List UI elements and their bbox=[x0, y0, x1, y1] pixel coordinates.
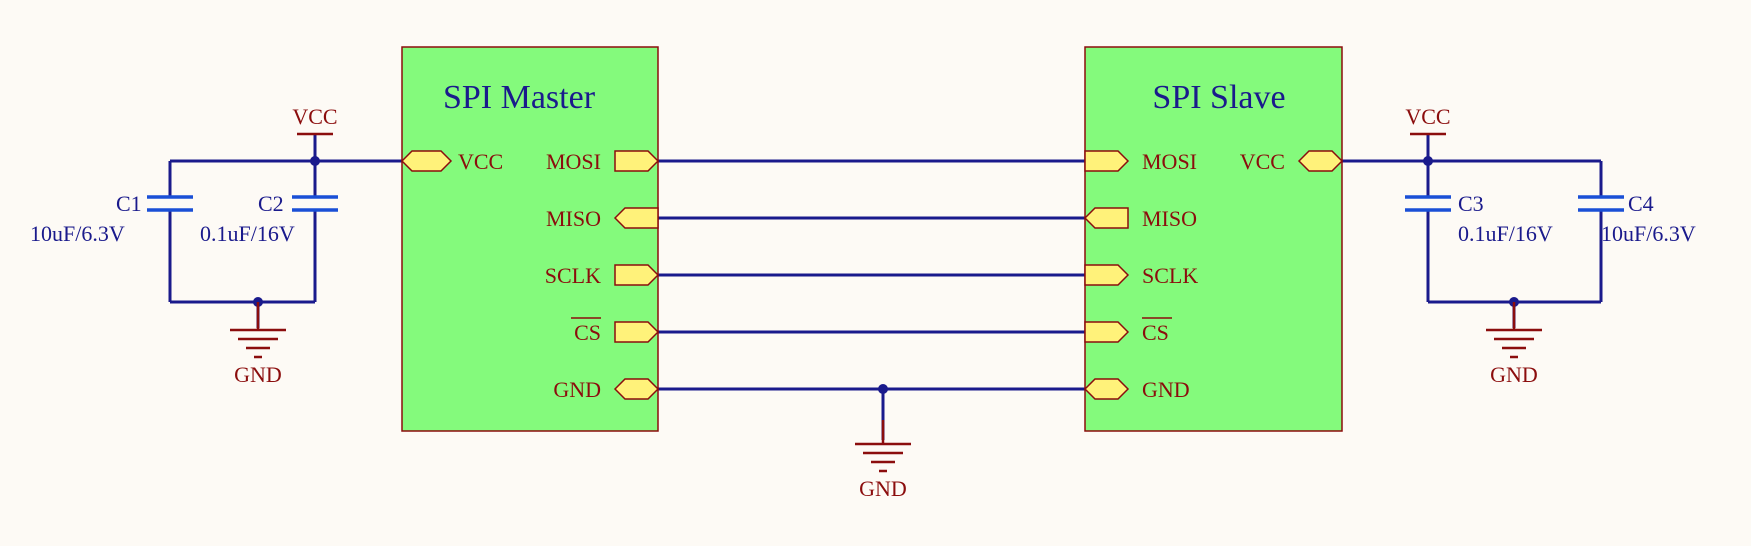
junction-dot bbox=[310, 156, 320, 166]
slave-vcc-port bbox=[1297, 150, 1344, 172]
gnd-label-right: GND bbox=[1490, 362, 1538, 387]
master-miso-pin-label: MISO bbox=[546, 206, 601, 231]
gnd-symbol-right bbox=[1486, 302, 1542, 359]
c2-ref: C2 bbox=[258, 191, 284, 216]
spi-slave-body bbox=[1084, 46, 1343, 432]
slave-mosi-pin-label: MOSI bbox=[1142, 149, 1197, 174]
slave-mosi-port bbox=[1084, 150, 1130, 172]
master-gnd-pin-label: GND bbox=[553, 377, 601, 402]
slave-gnd-pin-label: GND bbox=[1142, 377, 1190, 402]
vcc-label-right: VCC bbox=[1405, 104, 1450, 129]
slave-miso-port bbox=[1083, 207, 1129, 229]
capacitor-c2 bbox=[292, 195, 338, 212]
master-sclk-pin-label: SCLK bbox=[545, 263, 601, 288]
c1-value: 10uF/6.3V bbox=[30, 221, 125, 246]
gnd-label-center: GND bbox=[859, 476, 907, 501]
capacitor-c1 bbox=[147, 195, 193, 212]
c3-ref: C3 bbox=[1458, 191, 1484, 216]
junction-dot bbox=[878, 384, 888, 394]
c2-value: 0.1uF/16V bbox=[200, 221, 295, 246]
spi-slave-block: SPI Slave MOSI MISO SCLK CS GND VCC bbox=[1083, 46, 1344, 432]
spi-master-body bbox=[401, 46, 659, 432]
gnd-symbol-left bbox=[230, 302, 286, 359]
slave-vcc-pin-label: VCC bbox=[1240, 149, 1285, 174]
master-sclk-port bbox=[614, 264, 660, 286]
c3-value: 0.1uF/16V bbox=[1458, 221, 1553, 246]
slave-miso-pin-label: MISO bbox=[1142, 206, 1197, 231]
slave-sclk-pin-label: SCLK bbox=[1142, 263, 1198, 288]
master-vcc-port bbox=[400, 150, 453, 172]
slave-cs-port bbox=[1084, 321, 1130, 343]
wires bbox=[168, 134, 1603, 440]
c1-ref: C1 bbox=[116, 191, 142, 216]
vcc-label-left: VCC bbox=[292, 104, 337, 129]
c4-ref: C4 bbox=[1628, 191, 1654, 216]
gnd-symbol-center bbox=[855, 420, 911, 473]
c4-value: 10uF/6.3V bbox=[1601, 221, 1696, 246]
master-cs-pin-label: CS bbox=[574, 320, 601, 345]
spi-master-title: SPI Master bbox=[443, 79, 596, 116]
spi-slave-title: SPI Slave bbox=[1152, 79, 1285, 116]
master-mosi-port bbox=[614, 150, 660, 172]
slave-gnd-port bbox=[1083, 378, 1130, 400]
capacitor-c4 bbox=[1578, 195, 1624, 212]
capacitor-c3 bbox=[1405, 195, 1451, 212]
master-mosi-pin-label: MOSI bbox=[546, 149, 601, 174]
junction-dot bbox=[1423, 156, 1433, 166]
junctions bbox=[253, 156, 1519, 394]
master-miso-port bbox=[613, 207, 659, 229]
gnd-label-left: GND bbox=[234, 362, 282, 387]
slave-cs-pin-label: CS bbox=[1142, 320, 1169, 345]
master-gnd-port bbox=[613, 378, 660, 400]
spi-master-block: SPI Master VCC MOSI MISO SCLK CS GND bbox=[400, 46, 660, 432]
slave-sclk-port bbox=[1084, 264, 1130, 286]
master-vcc-pin-label: VCC bbox=[458, 149, 503, 174]
master-cs-port bbox=[614, 321, 660, 343]
